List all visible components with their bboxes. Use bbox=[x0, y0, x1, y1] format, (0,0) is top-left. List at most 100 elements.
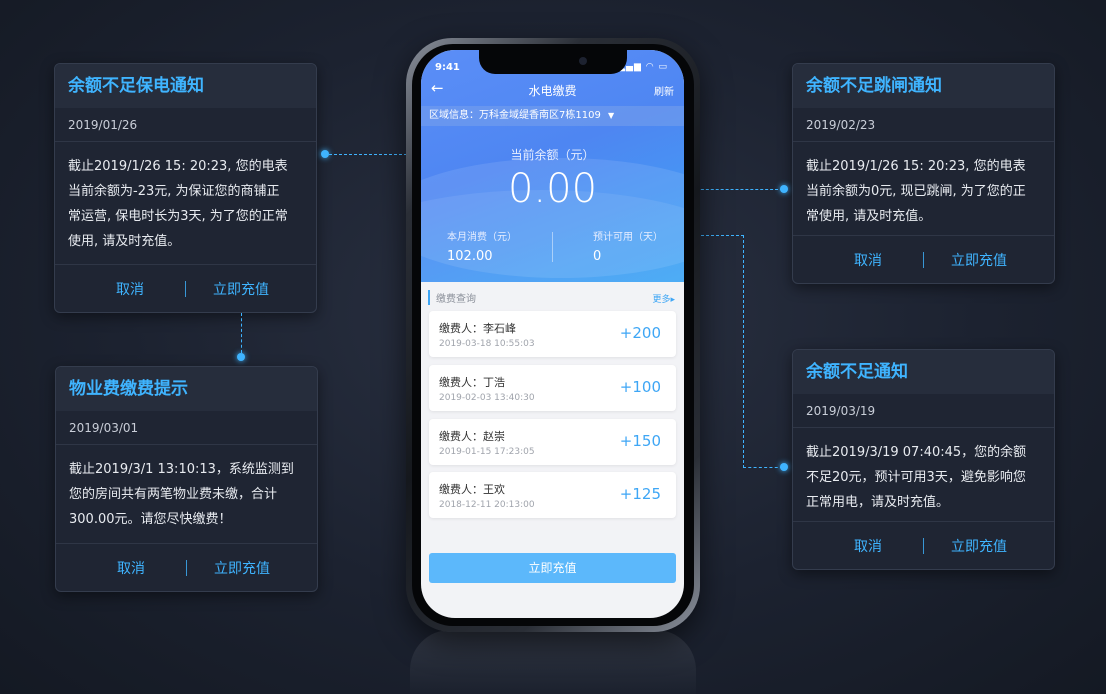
card-body: 截止2019/1/26 15: 20:23, 您的电表 当前余额为-23元, 为… bbox=[55, 142, 316, 254]
payment-row[interactable]: 缴费人：丁浩 2019-02-03 13:40:30 +100 bbox=[429, 365, 676, 411]
status-time: 9:41 bbox=[435, 62, 460, 73]
dropdown-caret-icon: ▼ bbox=[608, 111, 615, 120]
card-body: 截止2019/3/19 07:40:45，您的余额 不足20元，预计可用3天，避… bbox=[793, 428, 1054, 515]
topup-button[interactable]: 立即充值 bbox=[429, 553, 676, 583]
payment-row[interactable]: 缴费人：李石峰 2019-03-18 10:55:03 +200 bbox=[429, 311, 676, 357]
recharge-button[interactable]: 立即充值 bbox=[951, 538, 1007, 555]
balance-label: 当前余额（元） bbox=[510, 148, 595, 162]
card-date: 2019/03/01 bbox=[56, 411, 317, 445]
camera-icon bbox=[579, 57, 587, 65]
connector-line bbox=[241, 313, 242, 353]
action-divider bbox=[923, 251, 924, 268]
cancel-button[interactable]: 取消 bbox=[854, 252, 882, 269]
wifi-icon: ◠ bbox=[645, 62, 655, 72]
estimated-days: 预计可用（天） 0 bbox=[593, 228, 663, 264]
card-body-line: 截止2019/1/26 15: 20:23, 您的电表 bbox=[806, 159, 1026, 174]
card-body-line: 正常用电，请及时充值。 bbox=[806, 495, 950, 510]
action-divider bbox=[923, 537, 924, 554]
card-power-guarantee: 余额不足保电通知 2019/01/26 截止2019/1/26 15: 20:2… bbox=[54, 63, 317, 313]
payer: 缴费人：丁浩 bbox=[439, 376, 505, 389]
card-date: 2019/01/26 bbox=[55, 108, 316, 142]
card-body-line: 常运营, 保电时长为3天, 为了您的正常 bbox=[68, 209, 288, 224]
battery-icon: ▭ bbox=[658, 62, 668, 72]
refresh-button[interactable]: 刷新 bbox=[654, 87, 674, 98]
connector-line bbox=[743, 235, 744, 468]
cancel-button[interactable]: 取消 bbox=[116, 281, 144, 298]
phone-reflection bbox=[410, 630, 696, 694]
payer: 缴费人：赵崇 bbox=[439, 430, 505, 443]
connector-dot bbox=[237, 353, 245, 361]
page-title: 水电缴费 bbox=[528, 84, 577, 98]
area-selector[interactable]: 区域信息：万科金域缇香南区7栋1109 ▼ bbox=[421, 106, 684, 126]
estimated-days-value: 0 bbox=[593, 249, 602, 264]
card-body: 截止2019/3/1 13:10:13，系统监测到 您的房间共有两笔物业费未缴，… bbox=[56, 445, 317, 532]
card-body-line: 当前余额为0元, 现已跳闸, 为了您的正 bbox=[806, 184, 1026, 199]
more-arrow-icon: ▸ bbox=[670, 295, 675, 305]
card-actions: 取消 立即充值 bbox=[55, 264, 316, 312]
connector-line bbox=[666, 235, 744, 236]
card-trip-notice: 余额不足跳闸通知 2019/02/23 截止2019/1/26 15: 20:2… bbox=[792, 63, 1055, 284]
card-actions: 取消 立即充值 bbox=[793, 235, 1054, 283]
area-label: 区域信息：万科金域缇香南区7栋1109 bbox=[429, 110, 601, 121]
back-arrow-icon[interactable]: ← bbox=[431, 79, 444, 97]
action-divider bbox=[185, 280, 186, 297]
payment-time: 2018-12-11 20:13:00 bbox=[439, 500, 535, 510]
connector-dot bbox=[321, 150, 329, 158]
card-body-line: 截止2019/3/1 13:10:13，系统监测到 bbox=[69, 462, 294, 477]
card-title: 余额不足保电通知 bbox=[55, 64, 316, 108]
card-actions: 取消 立即充值 bbox=[793, 521, 1054, 569]
estimated-days-label: 预计可用（天） bbox=[593, 232, 663, 243]
connector-dot bbox=[780, 463, 788, 471]
card-body-line: 不足20元，预计可用3天，避免影响您 bbox=[806, 470, 1026, 485]
card-title: 物业费缴费提示 bbox=[56, 367, 317, 411]
card-body-line: 300.00元。请您尽快缴费！ bbox=[69, 512, 232, 527]
action-divider bbox=[186, 559, 187, 576]
payment-list-title: 缴费查询 bbox=[428, 290, 476, 305]
more-label: 更多 bbox=[652, 295, 671, 305]
payment-row[interactable]: 缴费人：王欢 2018-12-11 20:13:00 +125 bbox=[429, 472, 676, 518]
payment-row[interactable]: 缴费人：赵崇 2019-01-15 17:23:05 +150 bbox=[429, 419, 676, 465]
card-actions: 取消 立即充值 bbox=[56, 543, 317, 591]
card-body-line: 常使用, 请及时充值。 bbox=[806, 209, 932, 224]
payment-list-header: 缴费查询 更多▸ bbox=[421, 290, 684, 306]
month-consumption-label: 本月消费（元） bbox=[447, 232, 517, 243]
connector-line bbox=[743, 467, 783, 468]
payer: 缴费人：李石峰 bbox=[439, 322, 516, 335]
card-body-line: 截止2019/1/26 15: 20:23, 您的电表 bbox=[68, 159, 288, 174]
more-link[interactable]: 更多▸ bbox=[652, 292, 675, 305]
connector-dot bbox=[780, 185, 788, 193]
payment-time: 2019-02-03 13:40:30 bbox=[439, 393, 535, 403]
card-date: 2019/03/19 bbox=[793, 394, 1054, 428]
status-icons: ▂▄▆ ◠ ▭ bbox=[618, 62, 668, 72]
payment-time: 2019-01-15 17:23:05 bbox=[439, 447, 535, 457]
signal-icon: ▂▄▆ bbox=[618, 62, 642, 72]
card-title: 余额不足通知 bbox=[793, 350, 1054, 394]
card-body-line: 当前余额为-23元, 为保证您的商铺正 bbox=[68, 184, 280, 199]
recharge-button[interactable]: 立即充值 bbox=[951, 252, 1007, 269]
stat-divider bbox=[552, 232, 553, 262]
payment-amount: +200 bbox=[619, 324, 661, 342]
wave-decoration bbox=[421, 158, 684, 278]
card-body-line: 截止2019/3/19 07:40:45，您的余额 bbox=[806, 445, 1027, 460]
payment-amount: +100 bbox=[619, 378, 661, 396]
balance-value: 0.00 bbox=[507, 166, 598, 212]
card-low-balance: 余额不足通知 2019/03/19 截止2019/3/19 07:40:45，您… bbox=[792, 349, 1055, 570]
cancel-button[interactable]: 取消 bbox=[854, 538, 882, 555]
card-body: 截止2019/1/26 15: 20:23, 您的电表 当前余额为0元, 现已跳… bbox=[793, 142, 1054, 229]
payment-amount: +125 bbox=[619, 485, 661, 503]
cancel-button[interactable]: 取消 bbox=[117, 560, 145, 577]
month-consumption: 本月消费（元） 102.00 bbox=[447, 228, 517, 264]
payment-time: 2019-03-18 10:55:03 bbox=[439, 339, 535, 349]
phone-notch bbox=[479, 50, 627, 74]
card-title: 余额不足跳闸通知 bbox=[793, 64, 1054, 108]
recharge-button[interactable]: 立即充值 bbox=[214, 560, 270, 577]
phone-screen: 9:41 ▂▄▆ ◠ ▭ ← 水电缴费 刷新 区域信息：万科金域缇香南区7栋11… bbox=[421, 50, 684, 618]
card-date: 2019/02/23 bbox=[793, 108, 1054, 142]
month-consumption-value: 102.00 bbox=[447, 249, 493, 264]
card-body-line: 使用, 请及时充值。 bbox=[68, 234, 181, 249]
card-property-fee: 物业费缴费提示 2019/03/01 截止2019/3/1 13:10:13，系… bbox=[55, 366, 318, 592]
payer: 缴费人：王欢 bbox=[439, 483, 505, 496]
card-body-line: 您的房间共有两笔物业费未缴，合计 bbox=[69, 487, 278, 502]
payment-amount: +150 bbox=[619, 432, 661, 450]
recharge-button[interactable]: 立即充值 bbox=[213, 281, 269, 298]
